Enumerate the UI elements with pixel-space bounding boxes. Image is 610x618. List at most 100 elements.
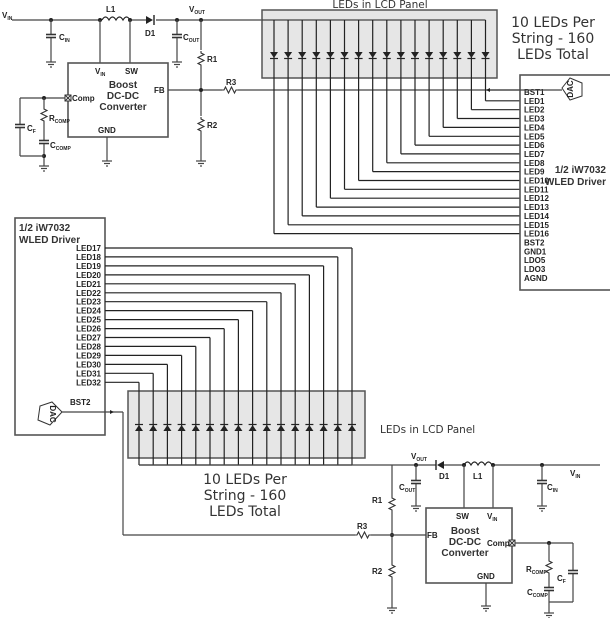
- driver-2-pin-led32: LED32: [76, 378, 101, 387]
- driver-2-pin-led18: LED18: [76, 253, 101, 262]
- label-l1-bottom: L1: [473, 472, 483, 481]
- pin-sw-top: SW: [125, 67, 138, 76]
- led-string-top-9: [382, 20, 520, 164]
- inductor-l1-bottom: [463, 461, 493, 467]
- driver-2-pin-led24: LED24: [76, 307, 101, 316]
- label-cin-top: CIN: [59, 33, 70, 44]
- top-boost-circuit: [12, 15, 520, 172]
- converter-title-bottom-3: Converter: [441, 548, 488, 559]
- label-rcomp-bottom: RCOMP: [526, 565, 547, 576]
- led-string-bottom-13: [105, 274, 314, 465]
- pin-comp-top: Comp: [72, 94, 95, 103]
- panel-label-bottom: LEDs in LCD Panel: [380, 424, 475, 436]
- led-string-bottom-11: [105, 292, 286, 465]
- driver-2-pin-led28: LED28: [76, 342, 101, 351]
- diode-d1: [146, 16, 153, 24]
- capacitor-cf: [14, 123, 26, 129]
- led-string-top-1: [269, 20, 520, 235]
- pin-vin-top: VIN: [95, 67, 106, 78]
- label-rcomp-top: RCOMP: [49, 114, 70, 125]
- led-string-top-15: [466, 20, 520, 111]
- driver-1-pin-led8: LED8: [524, 159, 545, 168]
- driver-1-title-1: 1/2 iW7032: [555, 165, 607, 176]
- label-cf-top: CF: [27, 124, 36, 135]
- driver-2-pin-led31: LED31: [76, 369, 101, 378]
- pin-gnd-bottom: GND: [477, 572, 495, 581]
- driver-1-pin-led1: LED1: [524, 97, 545, 106]
- note-top-2: String - 160: [512, 31, 594, 47]
- resistor-r1: [197, 50, 205, 68]
- led-string-bottom-14: [105, 265, 329, 465]
- converter-title-top-3: Converter: [99, 102, 146, 113]
- label-vout-top: VOUT: [189, 5, 205, 16]
- led-string-bottom-1: [105, 381, 144, 465]
- led-string-top-4: [311, 20, 520, 208]
- label-l1-top: L1: [106, 5, 116, 14]
- label-r1-top: R1: [207, 55, 218, 64]
- led-string-top-7: [354, 20, 520, 182]
- driver-2-pins: LED17LED18LED19LED20LED21LED22LED23LED24…: [76, 244, 101, 387]
- led-string-bottom-16: [105, 247, 357, 465]
- led-string-top-2: [283, 20, 520, 226]
- converter-title-top-2: DC-DC: [107, 91, 139, 102]
- led-string-bottom-7: [105, 328, 229, 465]
- capacitor-cin: [45, 33, 57, 39]
- led-string-bottom-4: [105, 354, 187, 465]
- led-string-top-16: [480, 20, 520, 102]
- diode-d1-bottom: [437, 461, 444, 469]
- driver-1-pin-led10: LED10: [524, 177, 549, 186]
- pin-sw-bottom: SW: [456, 512, 469, 521]
- note-bottom-1: 10 LEDs Per: [203, 472, 287, 488]
- driver-1-pin-led12: LED12: [524, 194, 549, 203]
- note-top-1: 10 LEDs Per: [511, 15, 595, 31]
- driver-1-pin-led9: LED9: [524, 168, 545, 177]
- driver-1-pin-led14: LED14: [524, 212, 549, 221]
- driver-1-pin-led2: LED2: [524, 106, 545, 115]
- pin-vin-bottom: VIN: [487, 512, 498, 523]
- led-string-bottom-12: [105, 283, 300, 465]
- led-string-bottom-2: [105, 372, 158, 465]
- note-top-3: LEDs Total: [517, 47, 589, 63]
- driver-1-pin-led3: LED3: [524, 115, 545, 124]
- led-string-bottom-8: [105, 319, 243, 465]
- driver-1-pin-led5: LED5: [524, 132, 545, 141]
- driver-1-box: [519, 74, 610, 291]
- led-string-bottom-15: [105, 256, 343, 465]
- driver-1-pin-led15: LED15: [524, 221, 549, 230]
- label-vin-top: VIN: [2, 11, 13, 22]
- dac-label-2: DAC: [48, 405, 57, 423]
- driver-2-title-2: WLED Driver: [19, 235, 80, 246]
- driver-1-pin-bst2: BST2: [524, 238, 545, 247]
- label-r2-bottom: R2: [372, 567, 383, 576]
- driver-1-pin-led7: LED7: [524, 150, 545, 159]
- driver-1-pin-agnd: AGND: [524, 274, 548, 283]
- pin-comp-bottom: Comp: [487, 539, 510, 548]
- led-string-top-14: [452, 20, 520, 120]
- capacitor-cout: [171, 33, 183, 39]
- driver-1-pin-led6: LED6: [524, 141, 545, 150]
- driver-2-pin-led29: LED29: [76, 351, 101, 360]
- driver-2-pin-led20: LED20: [76, 271, 101, 280]
- pin-fb-bottom: FB: [427, 531, 438, 540]
- driver-2-box: [14, 217, 106, 436]
- inductor-l1: [101, 16, 131, 22]
- label-cin-bottom: CIN: [547, 483, 558, 494]
- driver-2-pin-led21: LED21: [76, 280, 101, 289]
- boost-converter-box-top: [67, 62, 169, 138]
- led-string-top-6: [339, 20, 520, 190]
- led-string-top-11: [410, 20, 520, 146]
- driver-2-pin-led26: LED26: [76, 325, 101, 334]
- label-d1-bottom: D1: [439, 472, 450, 481]
- label-ccomp-bottom: CCOMP: [527, 588, 548, 599]
- driver-1-pin-led16: LED16: [524, 230, 549, 239]
- driver-1-pin-led13: LED13: [524, 203, 549, 212]
- label-r3-top: R3: [226, 78, 237, 87]
- driver-2-pin-led22: LED22: [76, 289, 101, 298]
- bottom-boost-circuit: [139, 460, 600, 618]
- label-r3-bottom: R3: [357, 522, 368, 531]
- dac-icon-2: [37, 401, 63, 426]
- pin-fb-top: FB: [154, 86, 165, 95]
- converter-title-bottom-2: DC-DC: [449, 537, 481, 548]
- led-strings-top: [262, 19, 520, 235]
